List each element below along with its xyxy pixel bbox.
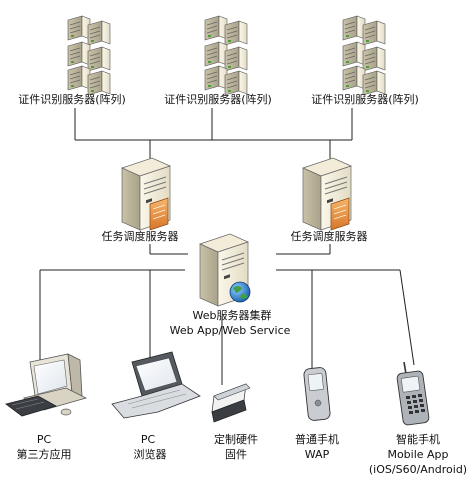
client-custom-hardware: 定制硬件 固件	[211, 383, 258, 461]
client-label-line1: PC	[37, 433, 52, 446]
recognition-server-array-1: 证件识别服务器(阵列)	[18, 15, 126, 106]
client-basic-phone: 普通手机 WAP	[295, 367, 339, 461]
server-rack-icon	[342, 15, 386, 96]
web-server-tower-icon	[188, 233, 276, 307]
server-rack-icon	[67, 15, 111, 96]
client-label-line1: 智能手机	[396, 432, 440, 446]
globe-icon	[229, 281, 251, 303]
connection-lines	[39, 108, 415, 385]
scanner-icon	[211, 383, 251, 423]
mobile-phone-icon	[303, 367, 331, 421]
client-pc-browser: PC 浏览器	[111, 351, 201, 461]
client-pc-app: PC 第三方应用	[5, 353, 88, 461]
client-label-line1: PC	[141, 433, 156, 446]
client-label-line2: WAP	[305, 448, 330, 461]
recognition-server-label: 证件识别服务器(阵列)	[311, 92, 419, 106]
recognition-server-array-2: 证件识别服务器(阵列)	[164, 15, 272, 106]
recognition-server-label: 证件识别服务器(阵列)	[18, 92, 126, 106]
dispatch-server-label: 任务调度服务器	[102, 229, 179, 243]
dispatch-server-label: 任务调度服务器	[291, 229, 368, 243]
dispatch-server-2: 任务调度服务器	[291, 157, 368, 243]
client-label-line2: 固件	[225, 448, 247, 461]
server-rack-icon	[204, 15, 248, 96]
web-cluster-title: Web服务器集群	[193, 308, 272, 322]
recognition-server-array-3: 证件识别服务器(阵列)	[311, 15, 419, 106]
web-server-cluster: Web服务器集群 Web App/Web Service	[170, 233, 291, 337]
server-tower-icon	[121, 157, 171, 231]
orange-drive-icon	[149, 197, 169, 231]
client-label-line2: Mobile App	[387, 448, 448, 461]
client-smartphone: 智能手机 Mobile App (iOS/S60/Android)	[369, 361, 467, 476]
web-cluster-subtitle: Web App/Web Service	[170, 324, 291, 337]
client-label-line2: 第三方应用	[17, 447, 72, 461]
client-label-line1: 普通手机	[295, 432, 339, 446]
server-tower-icon	[302, 157, 352, 231]
client-label-line3: (iOS/S60/Android)	[369, 463, 467, 476]
client-label-line1: 定制硬件	[214, 432, 258, 446]
smartphone-icon	[396, 361, 430, 426]
client-label-line2: 浏览器	[134, 447, 167, 461]
laptop-icon	[111, 351, 201, 419]
orange-drive-icon	[330, 197, 350, 231]
desktop-pc-icon	[5, 353, 88, 417]
dispatch-server-1: 任务调度服务器	[102, 157, 179, 243]
recognition-server-label: 证件识别服务器(阵列)	[164, 92, 272, 106]
